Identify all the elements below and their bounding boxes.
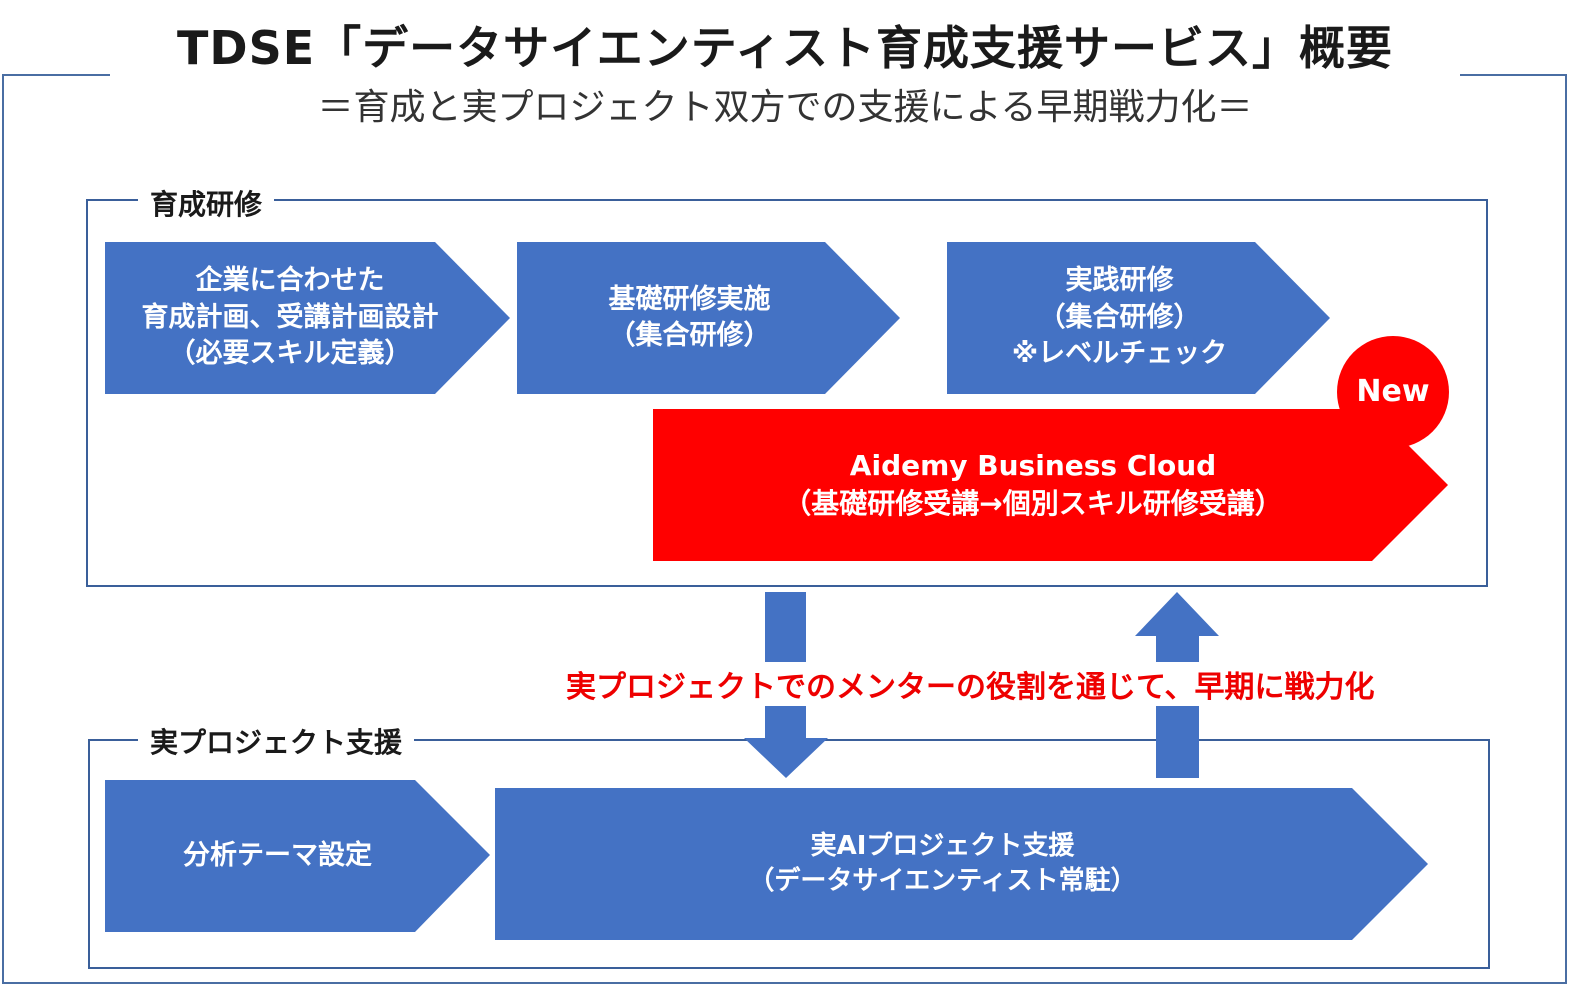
project-section-label: 実プロジェクト支援 — [138, 721, 415, 761]
project-step-2-text: 実AIプロジェクト支援 （データサイエンティスト常駐） — [495, 788, 1390, 940]
training-section-label: 育成研修 — [138, 183, 275, 223]
project-step-2-line-2: （データサイエンティスト常駐） — [748, 866, 1137, 896]
project-step-2-arrow — [495, 788, 1428, 940]
training-section-frame — [86, 199, 1488, 587]
training-step-2-line-1: 基礎研修実施 — [608, 283, 771, 315]
aidemy-line-1: Aidemy Business Cloud — [849, 449, 1217, 483]
new-badge: New — [1337, 336, 1449, 448]
training-step-1-arrow — [105, 242, 510, 394]
connector-note: 実プロジェクトでのメンターの役割を通じて、早期に戦力化 — [562, 662, 1379, 706]
training-step-1-line-2: 育成計画、受講計画設計 — [141, 301, 439, 333]
project-step-1-arrow — [105, 780, 490, 932]
training-step-3-line-1: 実践研修 — [1065, 265, 1174, 297]
training-step-3-text: 実践研修 （集合研修） ※レベルチェック — [947, 242, 1292, 394]
page-title: TDSE「データサイエンティスト育成支援サービス」概要 — [177, 21, 1393, 75]
training-step-3-arrow — [947, 242, 1330, 394]
training-step-1-line-3: （必要スキル定義） — [168, 338, 412, 370]
aidemy-line-2: （基礎研修受講→個別スキル研修受講） — [783, 487, 1283, 520]
training-step-3-line-2: （集合研修） — [1038, 301, 1201, 333]
project-step-1-text: 分析テーマ設定 — [105, 780, 450, 932]
training-step-2-line-2: （集合研修） — [608, 320, 771, 351]
title-block: TDSE「データサイエンティスト育成支援サービス」概要 ＝育成と実プロジェクト双… — [110, 0, 1460, 130]
training-step-3-line-3: ※レベルチェック — [1011, 338, 1228, 370]
project-step-1-line-1: 分析テーマ設定 — [183, 839, 372, 871]
new-badge-label: New — [1356, 374, 1430, 409]
aidemy-highlight-text: Aidemy Business Cloud （基礎研修受講→個別スキル研修受講） — [653, 409, 1413, 561]
page-subtitle: ＝育成と実プロジェクト双方での支援による早期戦力化＝ — [317, 87, 1253, 128]
training-step-1-text: 企業に合わせた 育成計画、受講計画設計 （必要スキル定義） — [105, 242, 475, 394]
project-step-2-line-1: 実AIプロジェクト支援 — [810, 830, 1075, 861]
training-step-2-arrow — [517, 242, 900, 394]
training-step-1-line-1: 企業に合わせた — [195, 265, 385, 297]
aidemy-highlight-arrow — [653, 409, 1448, 561]
training-step-2-text: 基礎研修実施 （集合研修） — [517, 242, 862, 394]
